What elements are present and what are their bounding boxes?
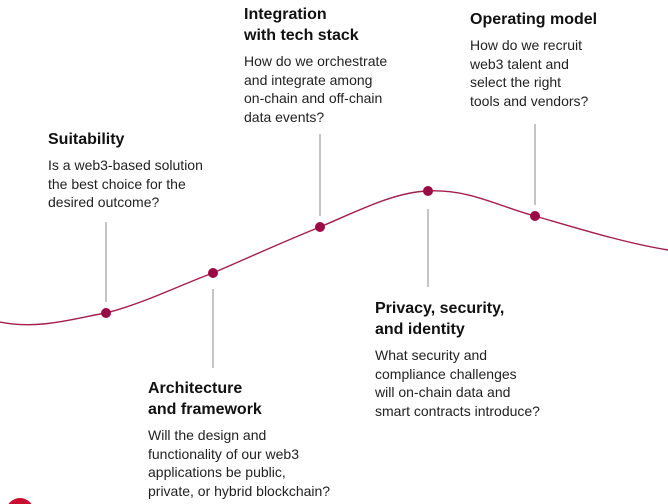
node-architecture — [208, 268, 218, 278]
stage-question: Will the design and functionality of our… — [148, 427, 331, 499]
corner-marker — [8, 498, 32, 504]
node-operating — [530, 211, 540, 221]
stage-question: Is a web3-based solution the best choice… — [48, 157, 203, 210]
stage-title: Architecture and framework — [148, 380, 262, 418]
node-suitability — [101, 308, 111, 318]
stage-title: Privacy, security, and identity — [375, 300, 505, 338]
stage-title: Integration with tech stack — [244, 6, 359, 44]
stage-question: How do we orchestrate and integrate amon… — [244, 53, 388, 125]
stage-integration: Integration with tech stack How do we or… — [244, 4, 444, 126]
node-integration — [315, 222, 325, 232]
node-privacy — [423, 186, 433, 196]
stage-privacy: Privacy, security, and identity What sec… — [375, 298, 625, 420]
stage-question: How do we recruit web3 talent and select… — [470, 37, 589, 109]
stage-question: What security and compliance challenges … — [375, 347, 540, 419]
stage-title: Operating model — [470, 11, 598, 28]
stage-operating: Operating model How do we recruit web3 t… — [470, 9, 665, 110]
stage-suitability: Suitability Is a web3-based solution the… — [48, 129, 248, 212]
stage-title: Suitability — [48, 131, 125, 148]
stage-architecture: Architecture and framework Will the desi… — [148, 378, 388, 500]
